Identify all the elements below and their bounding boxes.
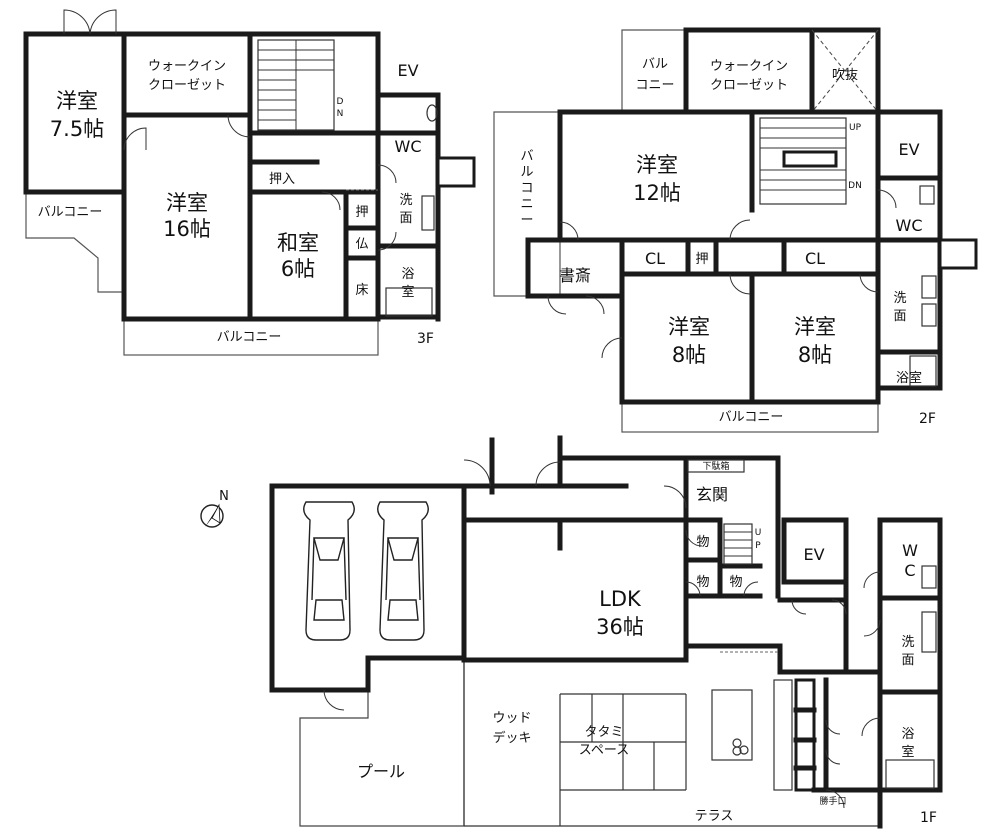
room-3f-senmen-2: 面 xyxy=(399,211,412,226)
area-1f-wood-deck-1: ウッド xyxy=(492,711,531,726)
label-1f-katteguchi: 勝手口 xyxy=(819,795,846,807)
balcony-2f-bottom-label: バルコニー xyxy=(719,410,784,425)
room-2f-wc: WC xyxy=(896,216,923,235)
room-1f-genkan: 玄関 xyxy=(696,485,728,504)
room-1f-ldk-size: 36帖 xyxy=(596,615,644,639)
floor-2f: バル コニー ウォークイン クローゼット 吹抜 UP DN EV バ ル コ ニ… xyxy=(493,27,978,433)
balcony-2f-left-3: コ xyxy=(520,181,533,196)
stair-2f-up: UP xyxy=(849,123,862,133)
room-2f-fukinuke: 吹抜 xyxy=(832,67,858,83)
balcony-2f-left-2: ル xyxy=(520,165,533,180)
room-3f-yoku-1: 浴 xyxy=(401,267,414,282)
room-2f-western8a-name: 洋室 xyxy=(668,315,710,339)
room-1f-wc-w: W xyxy=(902,541,918,560)
balcony-2f-left-1: バ xyxy=(520,149,533,164)
area-1f-tatami-2: スペース xyxy=(579,743,629,758)
room-2f-western12-name: 洋室 xyxy=(636,153,678,177)
car-left-icon xyxy=(303,501,355,641)
room-3f-western-small-size: 7.5帖 xyxy=(50,117,104,141)
room-1f-yoku-1: 浴 xyxy=(901,727,914,742)
floor-label-1f: 1F xyxy=(920,810,937,826)
area-1f-pool: プール xyxy=(357,762,405,781)
stair-1f-up-u: U xyxy=(755,528,762,538)
stair-2f-dn: DN xyxy=(848,181,862,191)
room-3f-washitsu-size: 6帖 xyxy=(281,257,315,281)
stair-3f-dn-n: N xyxy=(337,109,344,119)
room-1f-wc-c: C xyxy=(904,561,915,580)
room-3f-western-big-name: 洋室 xyxy=(166,191,208,215)
room-3f-oshiire: 押入 xyxy=(269,172,295,187)
label-1f-getabako: 下駄箱 xyxy=(702,460,729,472)
room-2f-western8b-size: 8帖 xyxy=(798,343,832,367)
room-1f-senmen-2: 面 xyxy=(901,653,914,668)
room-1f-ldk-name: LDK xyxy=(599,587,642,611)
stair-1f-up-p: P xyxy=(755,541,761,551)
room-3f-toko: 床 xyxy=(355,283,368,298)
room-2f-yokushitsu: 浴室 xyxy=(896,370,922,386)
room-2f-walkin-closet-line1: ウォークイン xyxy=(710,59,788,74)
room-3f-butsu: 仏 xyxy=(355,237,368,252)
room-3f-yoku-2: 室 xyxy=(401,284,414,300)
car-right-icon xyxy=(377,501,429,641)
room-2f-senmen-2: 面 xyxy=(893,309,906,324)
room-2f-cl-2: CL xyxy=(805,249,825,268)
balcony-2f-left-5: ー xyxy=(520,213,533,228)
balcony-3f-bottom-label: バルコニー xyxy=(217,330,282,345)
balcony-3f-left-label: バルコニー xyxy=(38,205,103,220)
area-1f-terrace: テラス xyxy=(695,809,734,824)
room-1f-mono-1: 物 xyxy=(696,535,709,550)
room-1f-senmen-1: 洗 xyxy=(901,635,914,650)
balcony-2f-top-line2: コニー xyxy=(635,78,674,93)
pool xyxy=(299,657,465,827)
balcony-2f-left-4: ニ xyxy=(520,197,533,212)
north-label: N xyxy=(219,489,229,504)
room-2f-cl-1: CL xyxy=(645,249,665,268)
room-2f-ev: EV xyxy=(898,140,919,159)
room-2f-senmen-1: 洗 xyxy=(893,291,906,306)
room-3f-western-small-name: 洋室 xyxy=(56,89,98,113)
room-1f-yoku-2: 室 xyxy=(901,744,914,760)
area-1f-wood-deck-2: デッキ xyxy=(492,730,531,746)
room-2f-walkin-closet-line2: クローゼット xyxy=(710,78,788,93)
floor-label-2f: 2F xyxy=(919,411,936,427)
room-3f-walkin-closet-line1: ウォークイン xyxy=(148,59,226,74)
room-3f-oshi: 押 xyxy=(355,205,368,220)
north-arrow-icon xyxy=(200,503,224,528)
room-3f-ev: EV xyxy=(397,61,418,80)
room-2f-western12-size: 12帖 xyxy=(633,181,681,205)
stair-2f xyxy=(759,117,847,205)
stair-3f xyxy=(257,39,335,131)
floor-label-3f: 3F xyxy=(417,331,434,347)
room-3f-walkin-closet-line2: クローゼット xyxy=(148,78,226,93)
room-3f-senmen-1: 洗 xyxy=(399,193,412,208)
floor-3f: 洋室 7.5帖 ウォークイン クローゼット EV D N WC 押入 洋室 16… xyxy=(23,9,476,356)
room-1f-ev: EV xyxy=(803,545,824,564)
room-3f-wc: WC xyxy=(395,137,422,156)
balcony-2f-top-line1: バル xyxy=(642,57,668,72)
room-3f-washitsu-name: 和室 xyxy=(277,231,319,255)
area-1f-tatami-1: タタミ xyxy=(584,725,623,740)
room-3f-western-big-size: 16帖 xyxy=(163,217,211,241)
room-2f-western8b-name: 洋室 xyxy=(794,315,836,339)
wall-3f-left xyxy=(23,31,127,295)
room-2f-western8a-size: 8帖 xyxy=(672,343,706,367)
room-2f-oshi: 押 xyxy=(695,252,708,267)
balcony-3f-bottom xyxy=(123,318,379,356)
room-1f-mono-3: 物 xyxy=(729,575,742,590)
room-2f-shosai: 書斎 xyxy=(559,266,591,285)
stair-3f-dn-d: D xyxy=(337,97,344,107)
stair-1f xyxy=(723,523,753,565)
garage-outline xyxy=(269,483,467,693)
room-1f-mono-2: 物 xyxy=(696,575,709,590)
floor-1f: N 下駄箱 玄関 物 U P EV W C 物 物 LDK 36帖 洗 面 ウッ… xyxy=(200,435,943,829)
